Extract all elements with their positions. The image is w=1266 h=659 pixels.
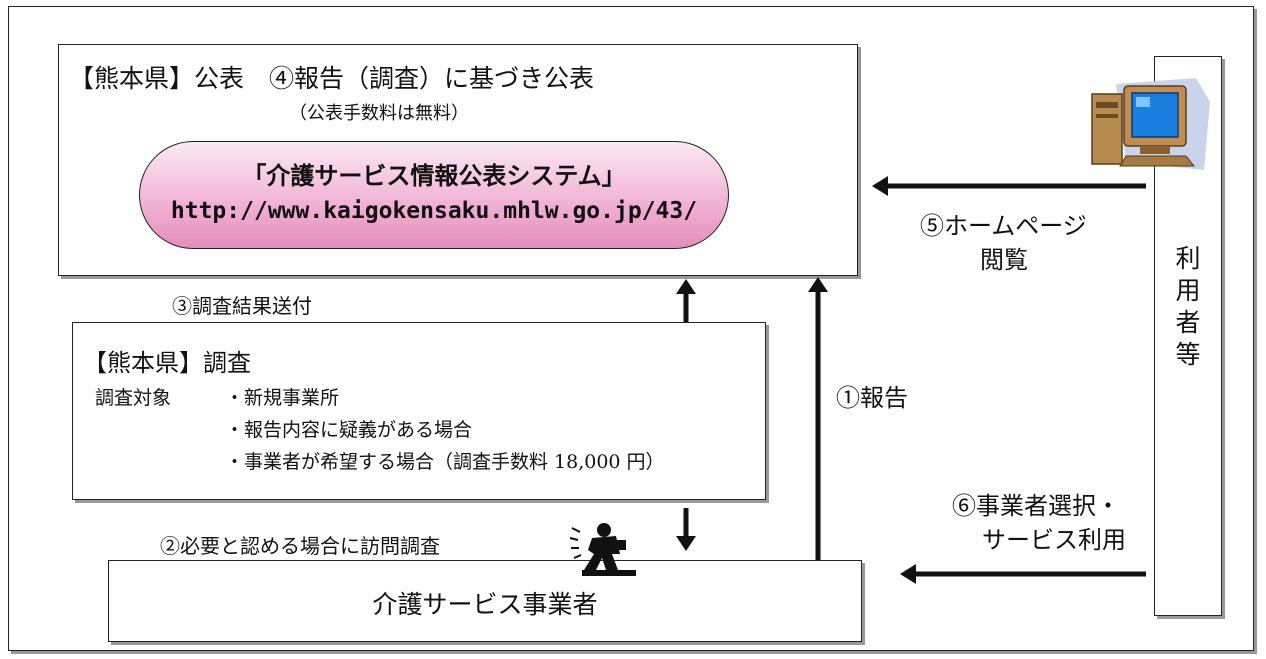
survey-target-item: ・報告内容に疑義がある場合 [225, 419, 473, 441]
select-label: ⑥事業者選択・ [952, 492, 1120, 520]
publication-box: 【熊本県】公表 ④報告（調査）に基づき公表 （公表手数料は無料） 「介護サービス… [58, 44, 858, 276]
computer-icon [1086, 74, 1216, 182]
survey-target-item: ・事業者が希望する場合（調査手数料 18,000 円） [225, 451, 665, 473]
provider-box: 介護サービス事業者 [108, 560, 862, 642]
report-arrowhead [808, 277, 828, 292]
publication-title: 【熊本県】公表 ④報告（調査）に基づき公表 [69, 64, 595, 93]
browse-arrowhead [872, 176, 888, 196]
browse-label-2: 閲覧 [980, 246, 1028, 274]
provider-label: 介護サービス事業者 [372, 590, 598, 619]
system-pill[interactable]: 「介護サービス情報公表システム」 http://www.kaigokensaku… [139, 141, 729, 249]
users-label: 利 用 者 等 [1175, 244, 1201, 369]
select-arrowhead [900, 564, 916, 584]
report-label: ①報告 [836, 384, 908, 412]
browse-label: ⑤ホームページ [920, 212, 1087, 240]
system-name: 「介護サービス情報公表システム」 [242, 162, 626, 190]
send-results-label: ③調査結果送付 [172, 294, 312, 318]
results-arrowhead [676, 279, 696, 294]
system-url-link[interactable]: http://www.kaigokensaku.mhlw.go.jp/43/ [170, 198, 698, 224]
select-label-2: サービス利用 [982, 526, 1126, 554]
survey-target-item: ・新規事業所 [225, 387, 340, 409]
survey-title: 【熊本県】調査 [83, 349, 251, 377]
inspector-icon [568, 520, 640, 582]
visit-label: ②必要と認める場合に訪問調査 [160, 534, 440, 558]
survey-target-label: 調査対象 [95, 387, 172, 409]
publication-fee-note: （公表手数料は無料） [289, 103, 469, 124]
survey-box: 【熊本県】調査 調査対象 ・新規事業所 ・報告内容に疑義がある場合 ・事業者が希… [72, 322, 766, 500]
visit-arrowhead [676, 536, 696, 551]
